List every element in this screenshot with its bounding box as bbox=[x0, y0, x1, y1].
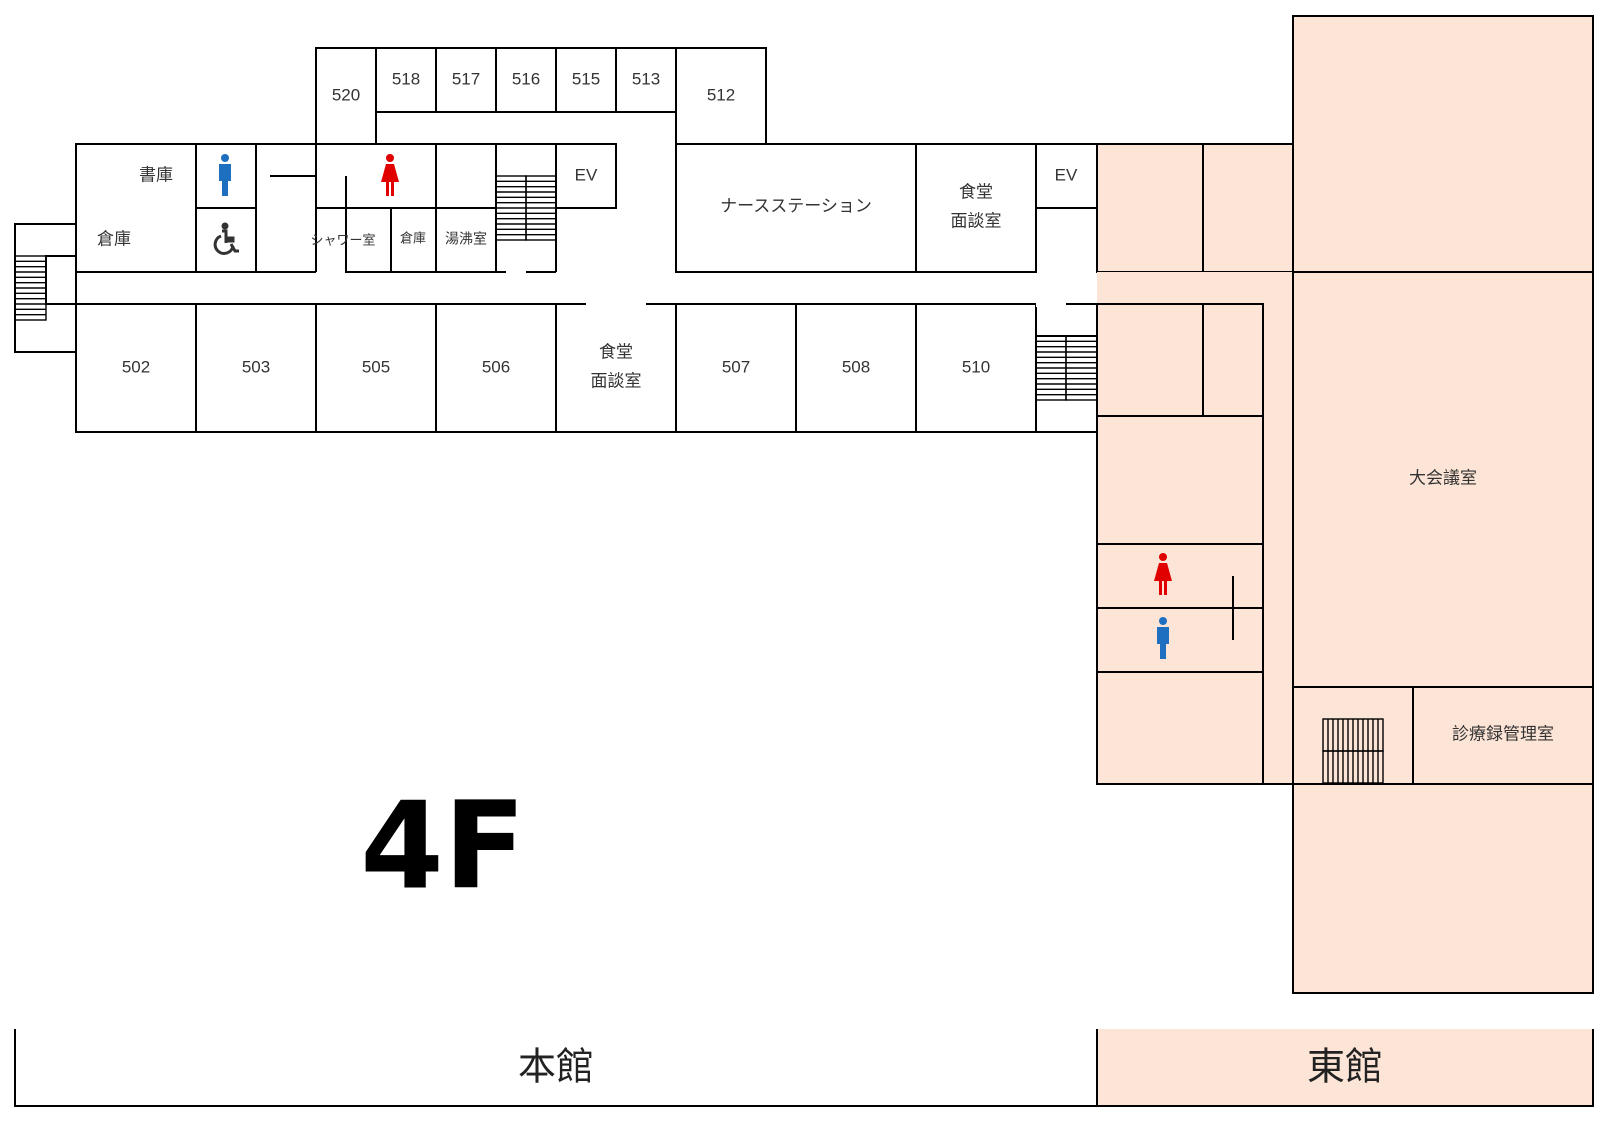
room-515[interactable] bbox=[555, 47, 617, 113]
east-toilet-female-room[interactable] bbox=[1096, 543, 1264, 609]
room-506[interactable] bbox=[435, 303, 557, 433]
shower-room[interactable] bbox=[345, 207, 392, 273]
label-nurse-station: ナースステーション bbox=[720, 196, 872, 215]
label-507: 507 bbox=[722, 357, 750, 376]
room-507[interactable] bbox=[675, 303, 797, 433]
east-building bbox=[1096, 15, 1594, 994]
room-517[interactable] bbox=[435, 47, 497, 113]
elevator-1[interactable] bbox=[555, 143, 617, 209]
main-building-bar bbox=[14, 1027, 1098, 1107]
floor-label: 4F bbox=[360, 778, 525, 917]
label-520: 520 bbox=[332, 85, 360, 104]
east-room-top-left[interactable] bbox=[1096, 143, 1204, 273]
label-512: 512 bbox=[707, 85, 735, 104]
east-room-1a[interactable] bbox=[1096, 303, 1204, 417]
label-ev1: EV bbox=[575, 165, 598, 184]
room-505[interactable] bbox=[315, 303, 437, 433]
east-tower-top[interactable] bbox=[1292, 15, 1594, 273]
dining-room-top[interactable] bbox=[915, 143, 1037, 273]
label-510: 510 bbox=[962, 357, 990, 376]
label-records: 診療録管理室 bbox=[1452, 724, 1554, 743]
toilet-female-room[interactable] bbox=[315, 143, 437, 209]
label-518: 518 bbox=[392, 69, 420, 88]
label-soko: 倉庫 bbox=[97, 229, 131, 248]
west-stair-gap bbox=[45, 255, 77, 305]
female-toilet-icon bbox=[381, 154, 399, 196]
east-female-toilet-icon bbox=[1154, 553, 1172, 595]
male-toilet-icon bbox=[219, 154, 231, 196]
label-505: 505 bbox=[362, 357, 390, 376]
stairs-main-left bbox=[495, 175, 527, 241]
east-building-label: 東館 bbox=[1307, 1045, 1383, 1089]
east-room-top-mid[interactable] bbox=[1202, 143, 1294, 273]
east-tower-bottom[interactable] bbox=[1292, 783, 1594, 994]
room-512[interactable] bbox=[675, 47, 767, 145]
label-502: 502 bbox=[122, 357, 150, 376]
room-510[interactable] bbox=[915, 303, 1037, 433]
stairs-west bbox=[14, 255, 47, 321]
label-yuwakashi: 湯沸室 bbox=[445, 231, 487, 247]
east-room-2[interactable] bbox=[1096, 415, 1264, 545]
room-blank-top[interactable] bbox=[435, 143, 497, 209]
stairs-link-left bbox=[1035, 335, 1067, 401]
building-legend: 本館 東館 bbox=[11, 1024, 1597, 1107]
room-516[interactable] bbox=[495, 47, 557, 113]
records-room[interactable] bbox=[1412, 686, 1594, 785]
label-dining-top-1: 食堂 bbox=[959, 182, 993, 201]
kitchenette-room[interactable] bbox=[435, 207, 497, 273]
label-506: 506 bbox=[482, 357, 510, 376]
label-503: 503 bbox=[242, 357, 270, 376]
label-dining-top-2: 面談室 bbox=[951, 211, 1002, 230]
stairs-east-bottom bbox=[1322, 750, 1384, 784]
east-toilet-male-room[interactable] bbox=[1096, 607, 1264, 673]
label-shower: シャワー室 bbox=[310, 232, 375, 247]
east-room-3[interactable] bbox=[1096, 671, 1264, 785]
stairs-link-right bbox=[1065, 335, 1098, 401]
label-513: 513 bbox=[632, 69, 660, 88]
label-515: 515 bbox=[572, 69, 600, 88]
small-storage-room[interactable] bbox=[390, 207, 437, 273]
room-508[interactable] bbox=[795, 303, 917, 433]
label-soko-small: 倉庫 bbox=[400, 230, 426, 245]
label-dining-mid-2: 面談室 bbox=[591, 371, 642, 390]
label-516: 516 bbox=[512, 69, 540, 88]
nurse-station-room[interactable] bbox=[675, 143, 917, 273]
east-male-toilet-icon bbox=[1157, 617, 1169, 659]
dining-room-mid[interactable] bbox=[555, 303, 677, 433]
stairs-icon bbox=[14, 175, 1384, 784]
label-ev2: EV bbox=[1055, 165, 1078, 184]
accessible-toilet-icon bbox=[213, 222, 239, 255]
room-labels: 520 518 517 516 515 513 512 書庫 倉庫 シャワー室 … bbox=[97, 69, 1554, 743]
label-shoko: 書庫 bbox=[139, 165, 173, 184]
room-513[interactable] bbox=[615, 47, 677, 113]
label-dining-mid-1: 食堂 bbox=[599, 342, 633, 361]
main-building bbox=[14, 47, 1263, 433]
stairs-main-right bbox=[525, 175, 557, 241]
main-building-label: 本館 bbox=[518, 1045, 594, 1089]
label-508: 508 bbox=[842, 357, 870, 376]
room-503[interactable] bbox=[195, 303, 317, 433]
label-517: 517 bbox=[452, 69, 480, 88]
conference-room[interactable] bbox=[1292, 271, 1594, 688]
storage-block[interactable] bbox=[75, 143, 197, 273]
label-conference: 大会議室 bbox=[1409, 468, 1477, 487]
east-room-1b[interactable] bbox=[1202, 303, 1264, 417]
